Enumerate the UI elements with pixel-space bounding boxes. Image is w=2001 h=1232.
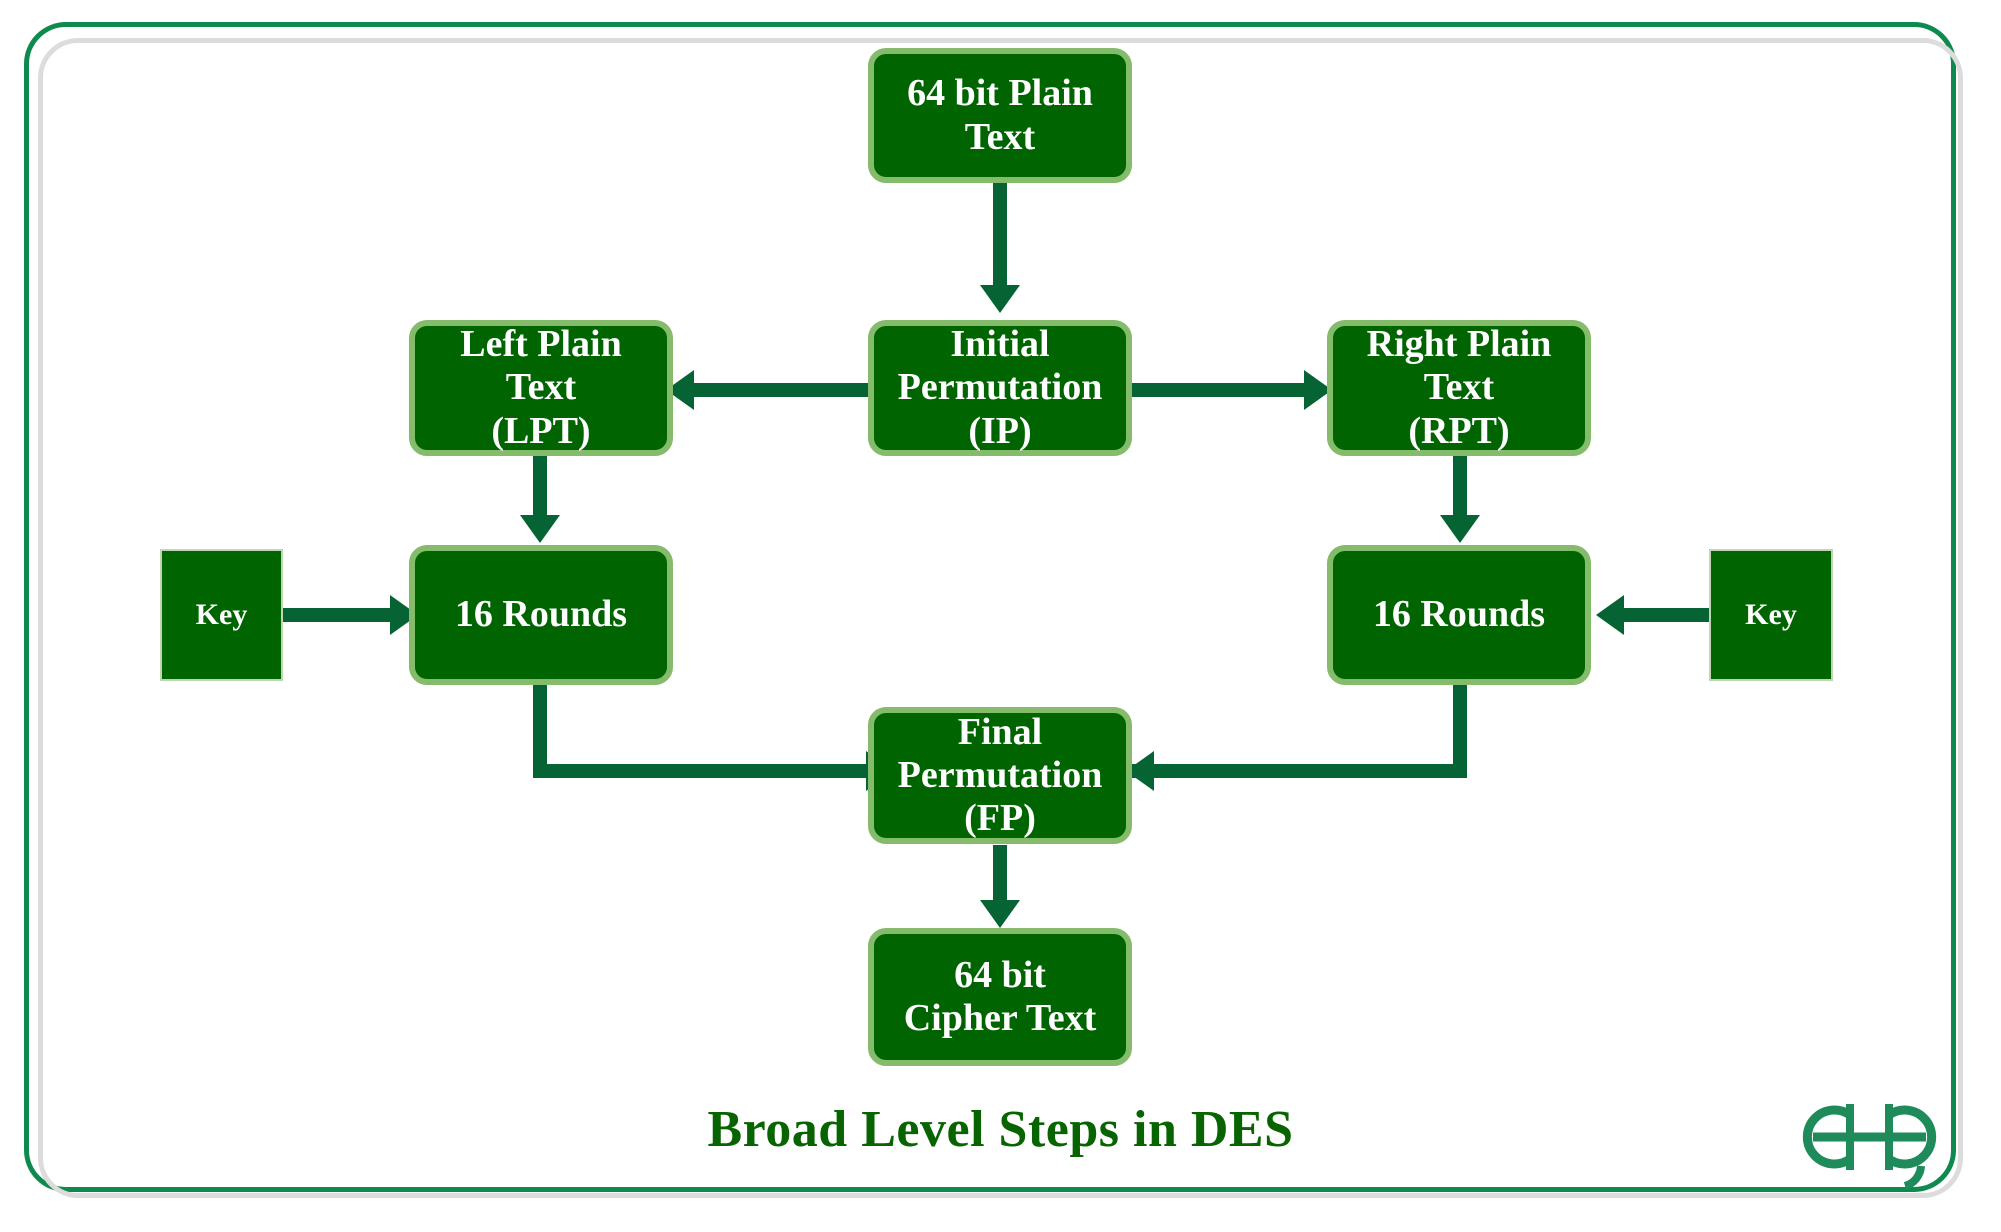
arrowhead-fp-to-ciphertext	[980, 900, 1020, 928]
node-right-plain-text[interactable]: Right Plain Text (RPT)	[1327, 320, 1591, 456]
connector-rounds-right-elbow-vertical	[1453, 680, 1467, 778]
connector-lpt-to-rounds-left	[533, 455, 547, 529]
node-64-bit-cipher-text-label: 64 bit Cipher Text	[903, 953, 1097, 1039]
arrowhead-lpt-to-rounds-left	[520, 515, 560, 543]
node-initial-permutation-label: Initial Permutation (IP)	[897, 323, 1103, 452]
arrowhead-rpt-to-rounds-right	[1440, 515, 1480, 543]
node-key-left[interactable]: Key	[160, 549, 283, 681]
diagram-title: Broad Level Steps in DES	[707, 1101, 1294, 1158]
connector-ip-to-lpt	[690, 383, 874, 397]
node-key-left-label: Key	[195, 597, 248, 631]
node-final-permutation-label: Final Permutation (FP)	[897, 710, 1103, 840]
node-left-plain-text[interactable]: Left Plain Text (LPT)	[409, 320, 673, 456]
arrowhead-plaintext-to-ip	[980, 285, 1020, 313]
node-initial-permutation[interactable]: Initial Permutation (IP)	[868, 320, 1132, 456]
node-16-rounds-right[interactable]: 16 Rounds	[1327, 545, 1591, 685]
node-64-bit-plain-text[interactable]: 64 bit Plain Text	[868, 48, 1132, 183]
geeksforgeeks-logo	[1793, 1082, 1943, 1192]
node-key-right[interactable]: Key	[1709, 549, 1833, 681]
connector-rounds-right-elbow-horizontal	[1130, 764, 1467, 778]
node-left-plain-text-label: Left Plain Text (LPT)	[460, 323, 622, 452]
connector-ip-to-rpt	[1126, 383, 1310, 397]
node-16-rounds-right-label: 16 Rounds	[1372, 593, 1546, 636]
node-64-bit-cipher-text[interactable]: 64 bit Cipher Text	[868, 928, 1132, 1066]
node-64-bit-plain-text-label: 64 bit Plain Text	[907, 72, 1093, 158]
connector-key-right-to-rounds-right	[1610, 608, 1720, 622]
connector-rpt-to-rounds-right	[1453, 455, 1467, 529]
arrowhead-key-right-to-rounds-right	[1596, 595, 1624, 635]
connector-fp-to-ciphertext	[993, 845, 1007, 913]
connector-key-left-to-rounds-left	[282, 608, 396, 622]
node-key-right-label: Key	[1745, 597, 1797, 631]
connector-rounds-left-elbow-vertical	[533, 680, 547, 778]
node-final-permutation[interactable]: Final Permutation (FP)	[868, 707, 1132, 844]
connector-plaintext-to-ip	[993, 182, 1007, 292]
node-16-rounds-left[interactable]: 16 Rounds	[409, 545, 673, 685]
node-right-plain-text-label: Right Plain Text (RPT)	[1366, 323, 1552, 452]
connector-rounds-left-elbow-horizontal	[533, 764, 873, 778]
node-16-rounds-left-label: 16 Rounds	[454, 593, 628, 636]
